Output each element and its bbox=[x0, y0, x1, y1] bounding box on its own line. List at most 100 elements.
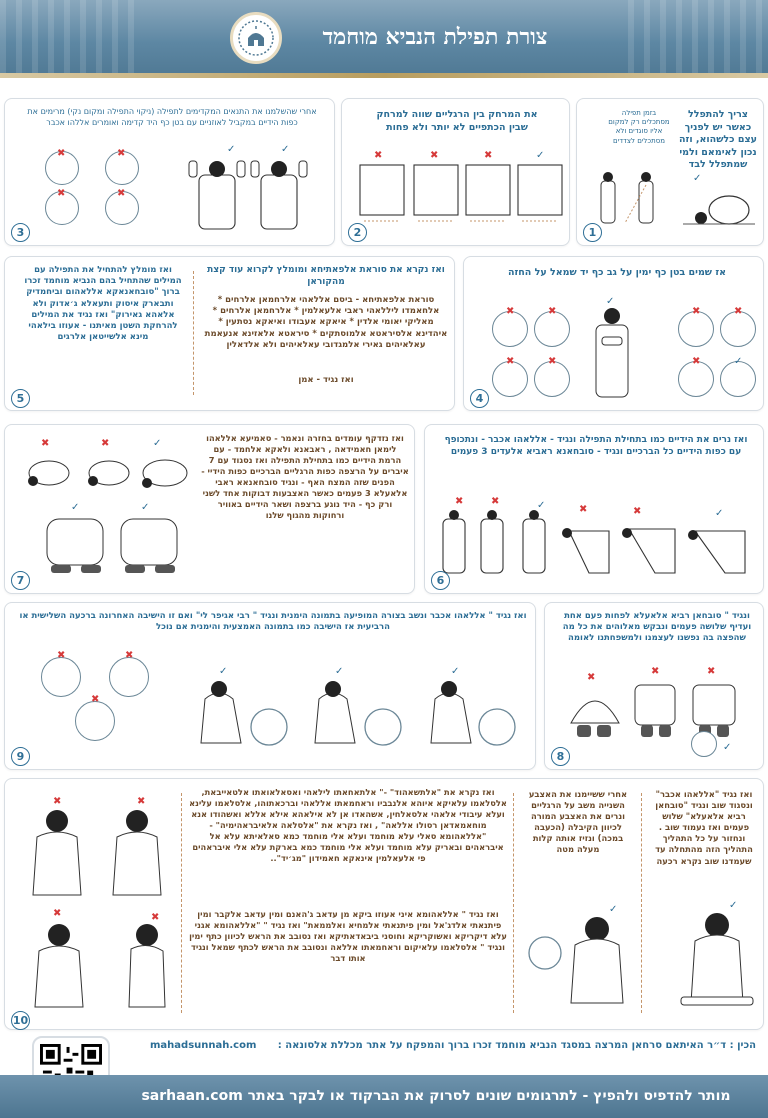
check-mark-icon: ✓ bbox=[71, 502, 80, 513]
sitting-figures bbox=[200, 681, 516, 746]
wrong-sitting-figures bbox=[32, 810, 162, 896]
panel-4: אז שמים בטן כף ימין על גב כף יד שמאל על … bbox=[463, 256, 764, 411]
panel-10-col-c-tashahhud: ואז נקרא את "אלתשאהוד" -" אלתאחאתו לילאה… bbox=[189, 787, 507, 863]
x-mark-icon: ✖ bbox=[548, 356, 557, 367]
check-mark-icon: ✓ bbox=[693, 173, 702, 184]
wrong-example-circle bbox=[105, 191, 139, 225]
wrong-example-circle bbox=[534, 311, 570, 347]
panel-5: ואז נקרא את סוראת אלפאתיחא ומומלץ לקרוא … bbox=[4, 256, 455, 411]
x-mark-icon: ✖ bbox=[692, 306, 701, 317]
wrong-example-circle bbox=[105, 151, 139, 185]
check-mark-icon: ✓ bbox=[734, 356, 743, 367]
x-mark-icon: ✖ bbox=[91, 694, 100, 705]
x-mark-icon: ✖ bbox=[101, 438, 110, 449]
panel-6-text: ואז נרים את הידיים כמו בתחילת התפילה ונג… bbox=[444, 435, 748, 457]
panel-5-left-text: ואז מומלץ להתחיל את התפילה עם המילים שהת… bbox=[24, 265, 182, 343]
header-banner: צורת תפילת הנביא מוחמד bbox=[0, 0, 768, 78]
wrong-example-circle bbox=[41, 657, 81, 697]
x-mark-icon: ✖ bbox=[57, 650, 66, 661]
wrong-example-circle bbox=[534, 361, 570, 397]
panel-9: ואז נגיד " אללאהו אכבר ונשב בצורה המופיע… bbox=[4, 602, 536, 770]
x-mark-icon: ✖ bbox=[430, 150, 439, 161]
x-mark-icon: ✖ bbox=[506, 356, 515, 367]
panel-3-text: אחרי שהשלמנו את התנאים המקדימים לתפילה (… bbox=[27, 107, 317, 127]
wrong-example-circle bbox=[720, 311, 756, 347]
step-number-4: 4 bbox=[470, 389, 489, 408]
x-mark-icon: ✖ bbox=[579, 504, 588, 515]
wrong-example-circle bbox=[678, 361, 714, 397]
x-mark-icon: ✖ bbox=[117, 148, 126, 159]
check-mark-icon: ✓ bbox=[227, 144, 236, 155]
check-mark-icon: ✓ bbox=[729, 900, 738, 911]
panel-8: ונגיד " סובחאן רביא אלאעלא לפחות פעם אחת… bbox=[544, 602, 764, 770]
panel-2-text: את המרחק בין הרגליים שווה למרחק שבין הכת… bbox=[376, 109, 538, 133]
panel-3: אחרי שהשלמנו את התנאים המקדימים לתפילה (… bbox=[4, 98, 335, 246]
check-mark-icon: ✓ bbox=[537, 500, 546, 511]
standing-figures bbox=[600, 172, 654, 224]
footer-banner: מותר להדפיס ולהפיץ - לתרגומים שונים לסרו… bbox=[0, 1075, 768, 1118]
check-mark-icon: ✓ bbox=[609, 904, 618, 915]
x-mark-icon: ✖ bbox=[692, 356, 701, 367]
wrong-example-circle bbox=[75, 701, 115, 741]
x-mark-icon: ✖ bbox=[734, 306, 743, 317]
correct-example-circle bbox=[691, 731, 717, 757]
x-mark-icon: ✖ bbox=[41, 438, 50, 449]
x-mark-icon: ✖ bbox=[548, 306, 557, 317]
x-mark-icon: ✖ bbox=[633, 506, 642, 517]
wrong-example-circle bbox=[45, 191, 79, 225]
prostration-examples bbox=[28, 459, 188, 488]
feet-width-figures bbox=[359, 164, 563, 222]
panel-6: ואז נרים את הידיים כמו בתחילת התפילה ונג… bbox=[424, 424, 764, 594]
wrong-example-circle bbox=[109, 657, 149, 697]
check-mark-icon: ✓ bbox=[536, 150, 545, 161]
panel-7-text: ואז נזדקף עומדים בחזרה ונאמר - סאמיעא אל… bbox=[201, 433, 409, 520]
x-mark-icon: ✖ bbox=[125, 650, 134, 661]
panel-10: ואז נגיד "אללאהו אכבר" ונסגוד שוב ונגיד … bbox=[4, 778, 764, 1030]
prostrating-figure bbox=[683, 195, 755, 225]
panel-5-fatiha-text: סוראת אלפאתיחא - ביסם אללאהי אלרחמאן אלר… bbox=[204, 295, 448, 350]
x-mark-icon: ✖ bbox=[587, 672, 596, 683]
panel-8-text: ונגיד " סובחאן רביא אלאעלא לפחות פעם אחת… bbox=[562, 611, 752, 644]
page-title: צורת תפילת הנביא מוחמד bbox=[322, 24, 548, 50]
x-mark-icon: ✖ bbox=[53, 796, 62, 807]
panel-1-side-text: בזמן תפילה מסתכלים רק למקום אליו סוגדים … bbox=[608, 109, 670, 145]
panel-divider bbox=[641, 793, 642, 1013]
step-number-9: 9 bbox=[11, 747, 30, 766]
panel-divider bbox=[513, 793, 514, 1013]
x-mark-icon: ✖ bbox=[57, 148, 66, 159]
check-mark-icon: ✓ bbox=[153, 438, 162, 449]
raising-hands-figures bbox=[188, 160, 308, 230]
finger-pointing-figure bbox=[528, 917, 624, 1004]
step-number-7: 7 bbox=[11, 571, 30, 590]
check-mark-icon: ✓ bbox=[141, 502, 150, 513]
step-number-6: 6 bbox=[431, 571, 450, 590]
credits-site-link[interactable]: mahadsunnah.com bbox=[150, 1040, 257, 1051]
panel-divider bbox=[193, 271, 194, 395]
panel-5-right-heading: ואז נקרא את סוראת אלפאתיחא ומומלץ לקרוא … bbox=[207, 265, 445, 287]
step-number-1: 1 bbox=[583, 223, 602, 242]
check-mark-icon: ✓ bbox=[606, 296, 615, 307]
sajdah-feet-examples bbox=[570, 684, 736, 737]
x-mark-icon: ✖ bbox=[137, 796, 146, 807]
wrong-sitting-figures-lower bbox=[34, 924, 166, 1008]
header-arch-pattern bbox=[0, 0, 140, 78]
step-number-10: 10 bbox=[11, 1011, 30, 1030]
check-mark-icon: ✓ bbox=[335, 666, 344, 677]
header-arch-pattern bbox=[628, 0, 768, 78]
panel-10-col-b: אחרי ששיימנו את האצבע השנייה משב על הרגל… bbox=[528, 789, 628, 855]
check-mark-icon: ✓ bbox=[219, 666, 228, 677]
mosque-logo-icon bbox=[230, 12, 282, 64]
bowing-sequence-figures bbox=[442, 510, 746, 574]
panel-5-amen-text: ואז נגיד - אמן bbox=[298, 375, 354, 385]
wrong-example-circle bbox=[45, 151, 79, 185]
x-mark-icon: ✖ bbox=[506, 306, 515, 317]
x-mark-icon: ✖ bbox=[117, 188, 126, 199]
step-number-2: 2 bbox=[348, 223, 367, 242]
x-mark-icon: ✖ bbox=[651, 666, 660, 677]
panel-1-main-text: צריך להתפלל כאשר יש לפניך עצם כלשהוא, וז… bbox=[679, 109, 757, 171]
footer-text: מותר להדפיס ולהפיץ - לתרגומים שונים לסרו… bbox=[141, 1088, 731, 1104]
check-mark-icon: ✓ bbox=[451, 666, 460, 677]
panel-1: צריך להתפלל כאשר יש לפניך עצם כלשהוא, וז… bbox=[576, 98, 764, 246]
x-mark-icon: ✖ bbox=[374, 150, 383, 161]
step-number-3: 3 bbox=[11, 223, 30, 242]
